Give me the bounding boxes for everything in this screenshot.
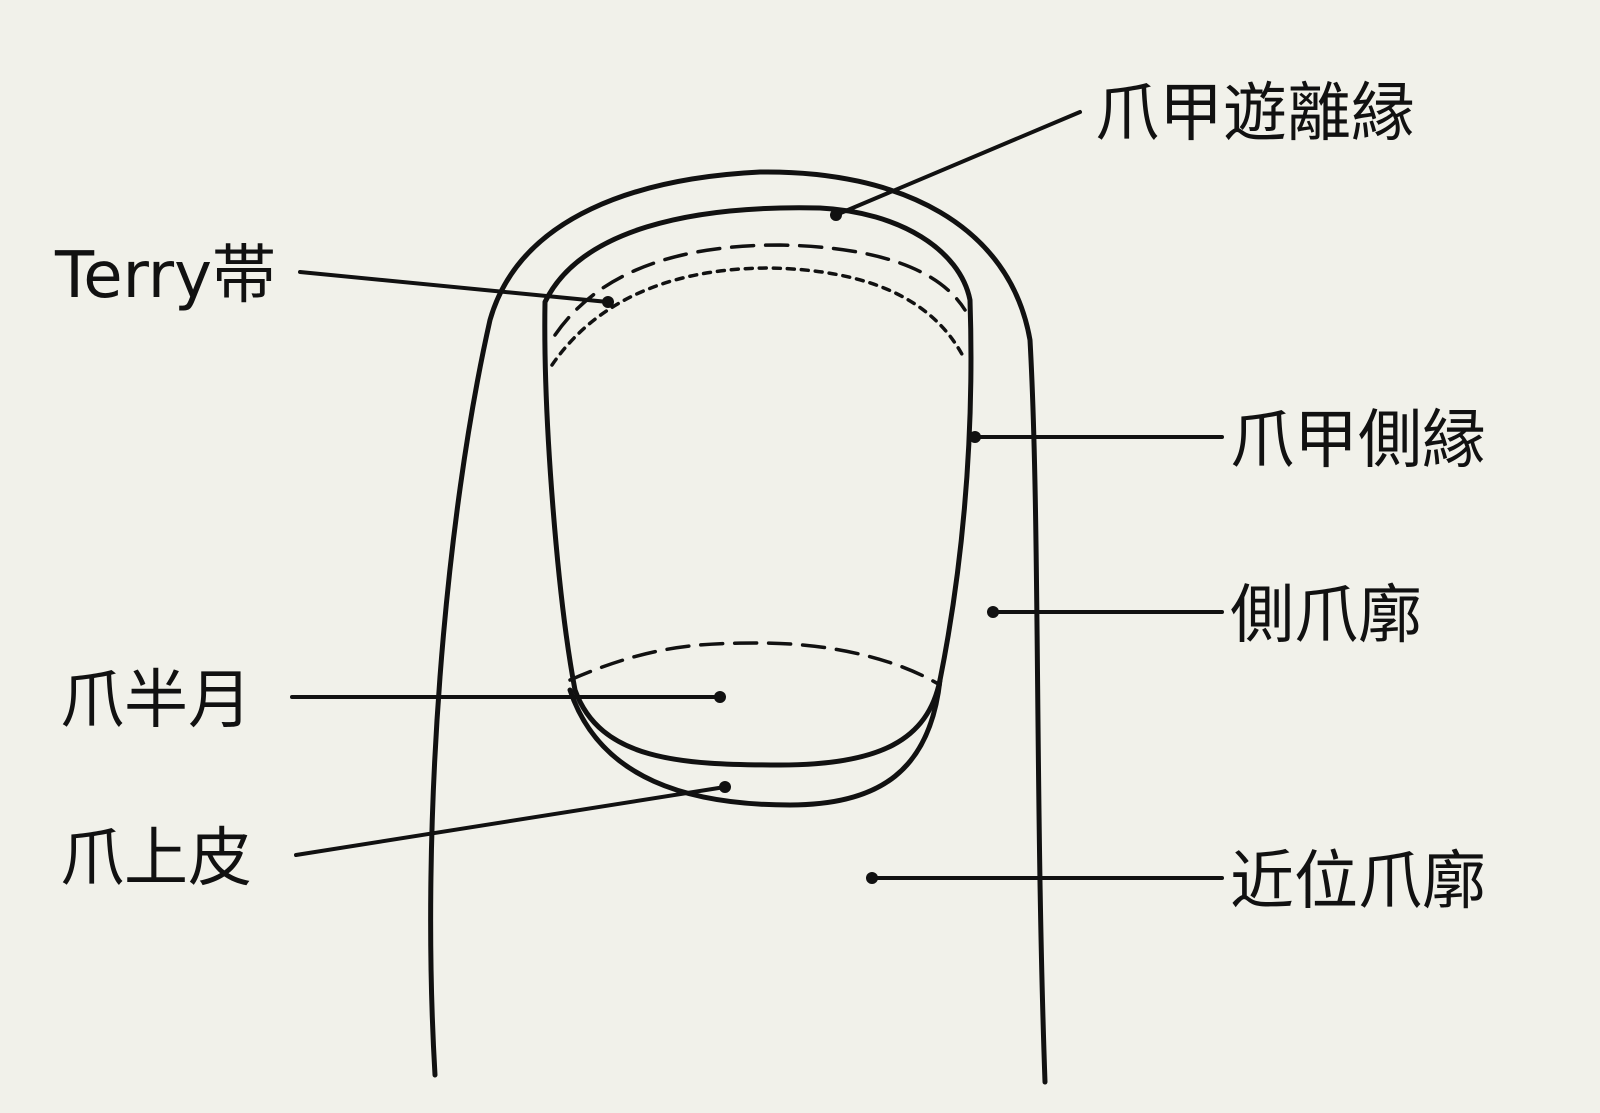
- dot-proximal-fold: [866, 872, 878, 884]
- terry-band-dashed-inner: [550, 266, 967, 367]
- nail-plate-outline: [542, 205, 974, 768]
- lunula-boundary-dashed: [568, 641, 942, 687]
- dot-lateral-fold: [987, 606, 999, 618]
- label-free-edge: 爪甲遊離縁: [1095, 77, 1415, 151]
- leader-terry-band: [298, 270, 610, 304]
- cuticle-line: [567, 677, 943, 808]
- label-terry-band: Terry帯: [54, 239, 276, 313]
- label-proximal-fold: 近位爪廓: [1230, 845, 1486, 919]
- label-cuticle: 爪上皮: [60, 822, 252, 896]
- terry-band-dashed-outer: [553, 243, 967, 337]
- leader-cuticle: [294, 785, 727, 857]
- label-lateral-fold: 側爪廓: [1230, 579, 1422, 653]
- dot-lateral-edge: [969, 431, 981, 443]
- finger-outline: [428, 169, 1048, 1085]
- leader-free-edge: [834, 110, 1082, 217]
- dot-terry-band: [602, 296, 614, 308]
- label-lateral-edge: 爪甲側縁: [1230, 404, 1486, 478]
- dot-cuticle: [719, 781, 731, 793]
- dot-lunula: [714, 691, 726, 703]
- label-lunula: 爪半月: [60, 664, 252, 738]
- dot-free-edge: [830, 209, 842, 221]
